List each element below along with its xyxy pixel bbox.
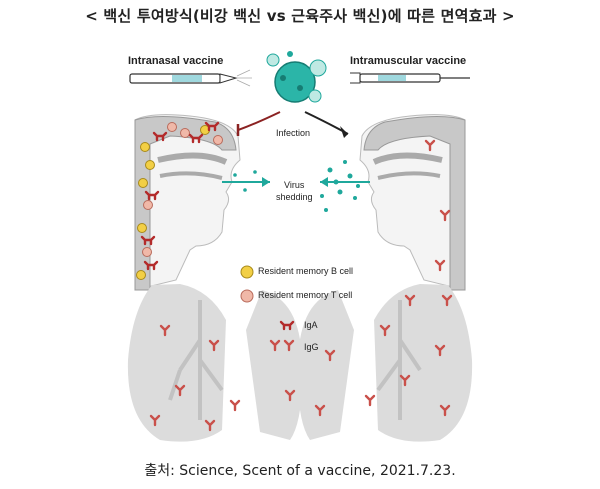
legend: [240, 265, 295, 352]
nasal-spray-icon: [129, 69, 252, 87]
b-cell-icon: [240, 265, 254, 279]
source-caption: 출처: Science, Scent of a vaccine, 2021.7.…: [144, 463, 456, 479]
infection-label: Infection: [276, 128, 311, 138]
syringe-icon: [350, 72, 470, 84]
virus-icon: [266, 51, 327, 103]
virus-shedding-label-2: shedding: [276, 192, 313, 202]
legend-t-cell-label: Resident memory T cell: [258, 290, 353, 300]
intranasal-label: Intranasal vaccine: [128, 55, 224, 67]
legend-igg-label: IgG: [304, 342, 319, 352]
left-lungs: [127, 284, 303, 442]
page-title: < 백신 투여방식(비강 백신 vs 근육주사 백신)에 따른 면역효과 >: [85, 7, 515, 25]
virus-shedding-particles: [222, 160, 370, 212]
right-head-profile: [359, 114, 466, 291]
legend-b-cell-label: Resident memory B cell: [258, 266, 354, 276]
infection-arrows: [236, 111, 349, 138]
t-cell-icon: [240, 289, 254, 303]
virus-shedding-label-1: Virus: [284, 180, 305, 190]
legend-iga-label: IgA: [304, 320, 318, 330]
intramuscular-label: Intramuscular vaccine: [350, 55, 467, 67]
right-lungs: [297, 284, 473, 442]
left-airway-cells: [136, 121, 223, 280]
